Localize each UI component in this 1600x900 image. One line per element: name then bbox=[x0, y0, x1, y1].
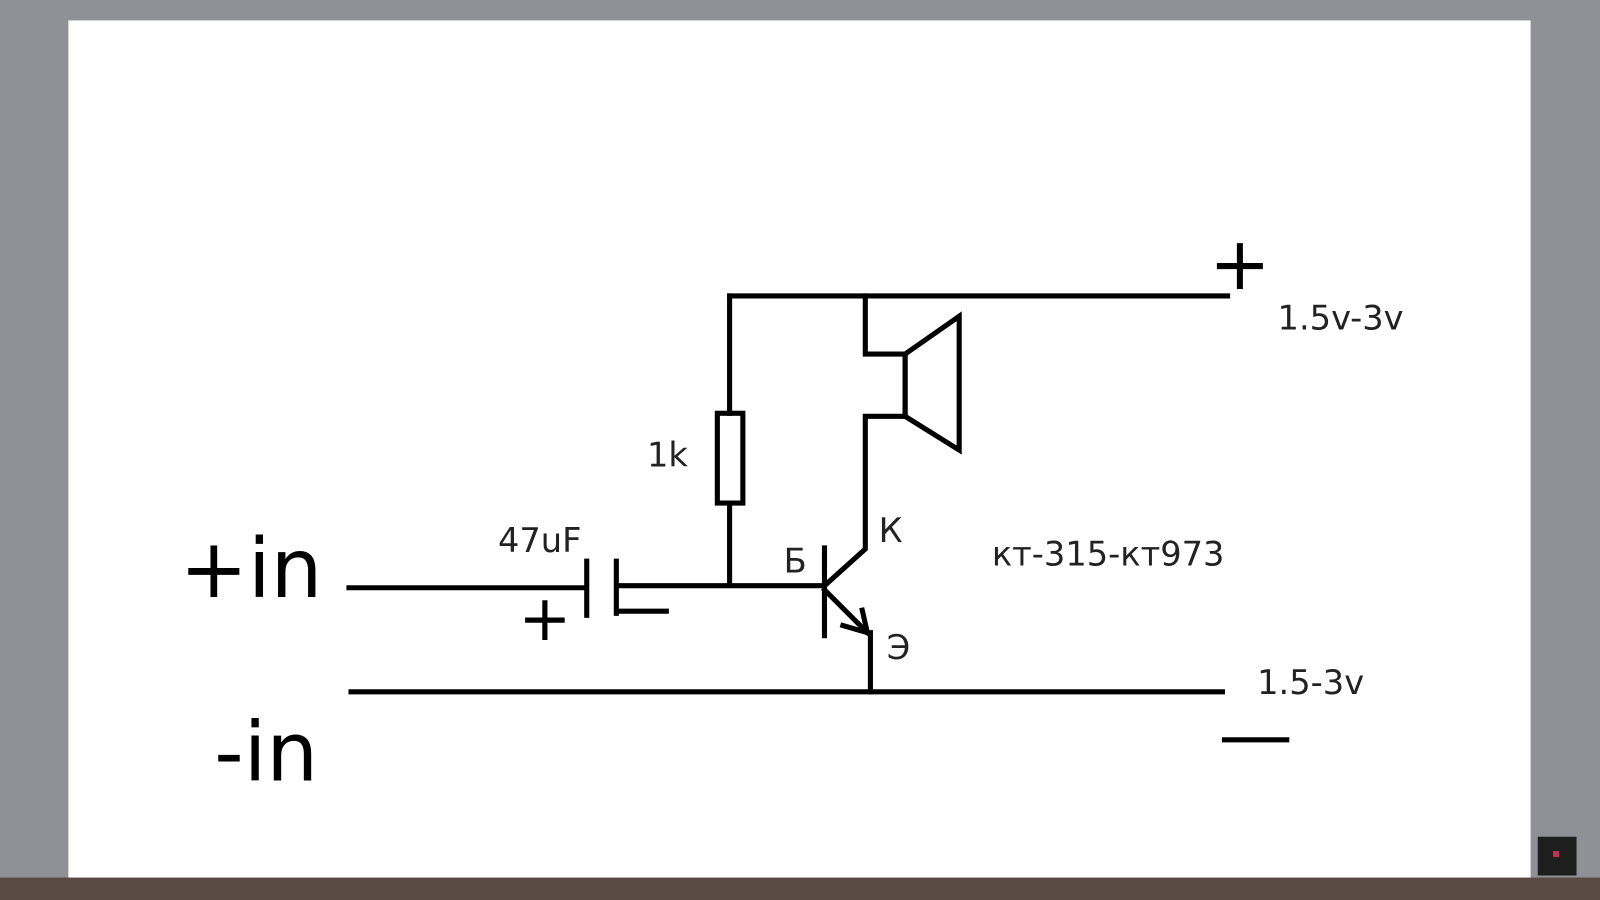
supply-plus: + bbox=[1209, 222, 1271, 307]
supply-top-label: 1.5v-3v bbox=[1278, 299, 1404, 338]
base-label: Б bbox=[784, 541, 807, 580]
emitter-label: Э bbox=[887, 628, 911, 667]
speaker-collector-wire bbox=[820, 293, 908, 590]
input-minus-label: -in bbox=[214, 706, 318, 801]
overlay-icon bbox=[1553, 851, 1560, 858]
capacitor-plus: + bbox=[518, 581, 571, 655]
resistor-label: 1k bbox=[647, 435, 688, 474]
paper-sheet bbox=[68, 20, 1531, 878]
photo-bottom-edge bbox=[0, 877, 1600, 900]
capacitor-label: 47uF bbox=[498, 521, 582, 560]
transistor-emitter-arrow bbox=[820, 586, 871, 637]
supply-bottom-label: 1.5-3v bbox=[1257, 663, 1364, 702]
collector-label: К bbox=[879, 511, 903, 550]
input-plus-label: +in bbox=[180, 522, 323, 617]
transistor-label: кт-315-кт973 bbox=[992, 534, 1225, 573]
resistor-1k bbox=[714, 410, 746, 506]
